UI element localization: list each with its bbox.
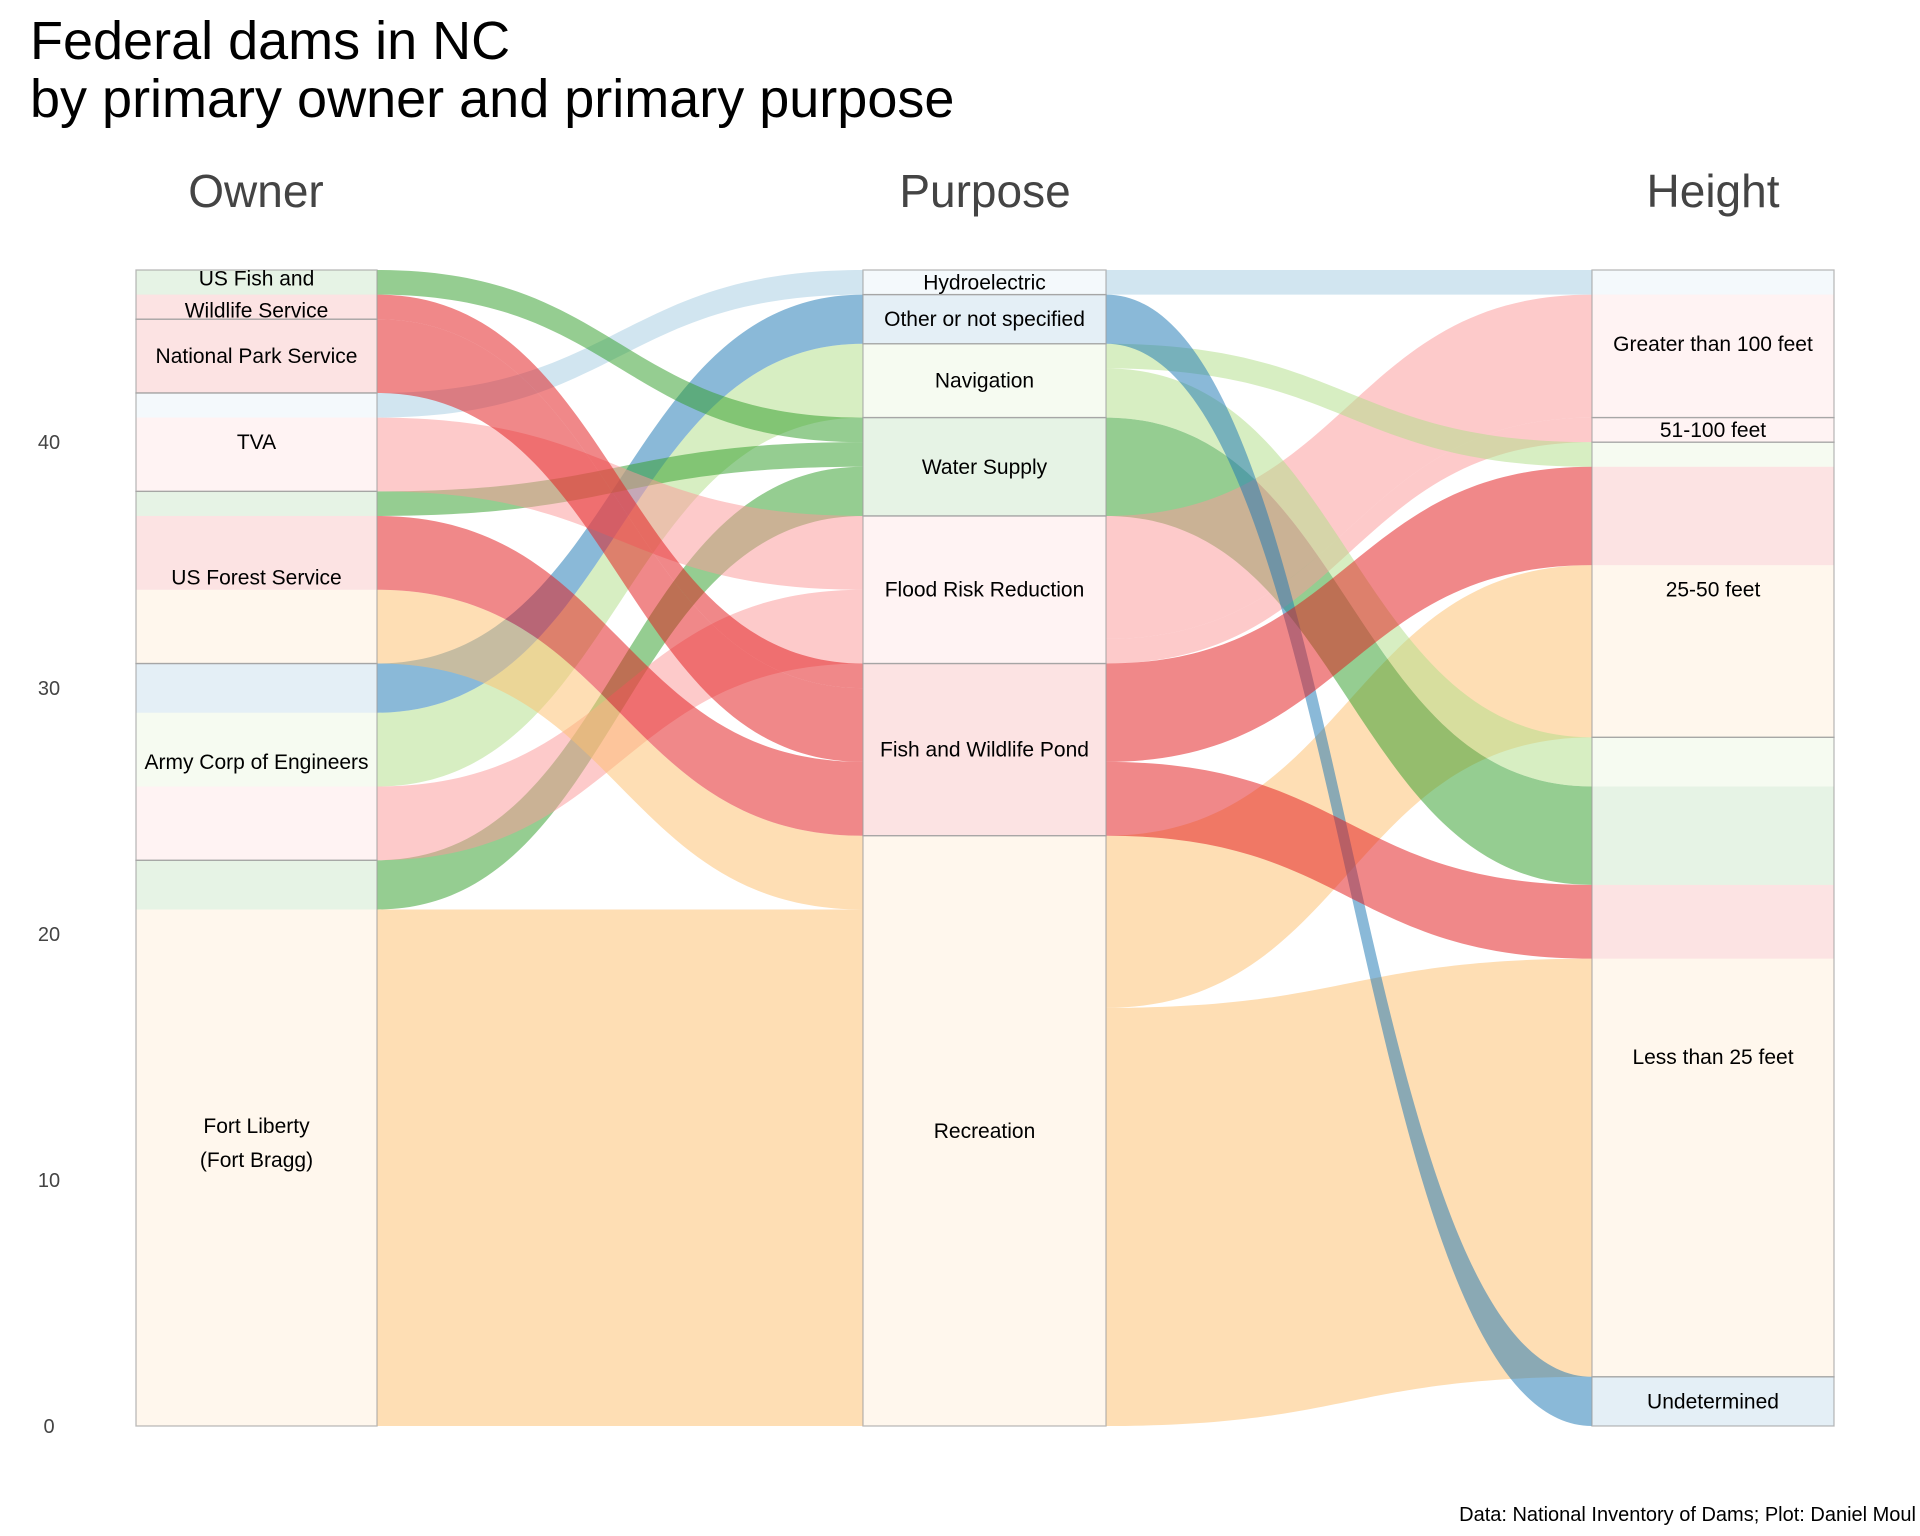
stratum-label-hydroelectric: Hydroelectric [923, 271, 1046, 294]
stratum-label-51-100-feet: 51-100 feet [1660, 419, 1766, 442]
stratum-band [863, 835, 1106, 1426]
stratum-band [1592, 565, 1834, 738]
stratum-label-25-50-feet: 25-50 feet [1666, 579, 1761, 602]
stratum-band [136, 392, 377, 418]
flow-fort-liberty-fort-bragg-to-recreation [377, 909, 863, 1426]
strata-group [136, 270, 1834, 1426]
stratum-band [1592, 417, 1834, 443]
y-tick-label: 0 [43, 1416, 54, 1438]
stratum-label-army-corp-of-engineers: Army Corp of Engineers [144, 751, 368, 774]
flow-fish-and-wildlife-pond-to-less-than-25-feet [1106, 761, 1592, 959]
stratum-label-water-supply: Water Supply [922, 456, 1048, 479]
stratum-band [136, 294, 377, 320]
stratum-band [1592, 958, 1834, 1377]
stratum-band [1592, 466, 1834, 566]
stratum-band [863, 417, 1106, 516]
stratum-band [136, 909, 377, 1426]
flow-hydroelectric-to-greater-than-100-feet [1106, 270, 1592, 295]
flows-group [377, 270, 1592, 1427]
stratum-band [136, 786, 377, 861]
stratum-label-national-park-service: National Park Service [156, 345, 358, 368]
stratum-band [863, 343, 1106, 418]
flow-us-fish-and-wildlife-service-to-fish-and-wildlife-pond [377, 294, 863, 689]
flow-national-park-service-to-fish-and-wildlife-pond [377, 319, 863, 762]
stratum-label-greater-than-100-feet: Greater than 100 feet [1613, 333, 1813, 356]
flow-recreation-to-25-50-feet [1106, 565, 1592, 1008]
stratum-band [863, 663, 1106, 836]
flow-flood-risk-reduction-to-51-100-feet [1106, 417, 1592, 664]
stratum-band [1592, 1376, 1834, 1426]
stratum-band [1592, 294, 1834, 418]
stratum-label-tva: TVA [237, 431, 276, 454]
chart-subtitle: by primary owner and primary purpose [30, 69, 955, 129]
stratum-band [863, 294, 1106, 344]
stratum-label-navigation: Navigation [935, 370, 1034, 393]
chart-title: Federal dams in NC [30, 11, 511, 71]
stratum-label-less-than-25-feet: Less than 25 feet [1632, 1046, 1793, 1069]
axis-title-purpose: Purpose [899, 165, 1071, 217]
axis-title-owner: Owner [188, 165, 324, 217]
stratum-band [136, 515, 377, 590]
flow-us-forest-service-to-fish-and-wildlife-pond [377, 515, 863, 836]
stratum-label-fort-liberty-fort-bragg: (Fort Bragg) [200, 1149, 313, 1172]
stratum-hydroelectric [862, 269, 1107, 296]
stratum-label-us-fish-and-wildlife-service: Wildlife Service [185, 300, 329, 323]
stratum-band [136, 270, 377, 295]
flow-flood-risk-reduction-to-greater-than-100-feet [1106, 294, 1592, 639]
axis-title-height: Height [1646, 165, 1780, 217]
stratum-band [136, 712, 377, 787]
stratum-greater-than-100-feet [1591, 269, 1835, 419]
stratum-band [136, 417, 377, 492]
stratum-band [863, 515, 1106, 664]
y-tick-label: 30 [38, 678, 60, 700]
y-tick-label: 10 [38, 1170, 60, 1192]
stratum-label-us-fish-and-wildlife-service: US Fish and [199, 268, 315, 291]
stratum-label-flood-risk-reduction: Flood Risk Reduction [885, 579, 1085, 602]
stratum-band [136, 319, 377, 393]
stratum-band [136, 663, 377, 713]
stratum-label-undetermined: Undetermined [1647, 1390, 1779, 1413]
stratum-label-other-or-not-specified: Other or not specified [884, 308, 1085, 331]
flow-us-forest-service-to-recreation [377, 589, 863, 910]
stratum-band [1592, 442, 1834, 467]
stratum-band [1592, 270, 1834, 295]
stratum-band [1592, 884, 1834, 959]
y-tick-label: 40 [38, 432, 60, 454]
stratum-us-fish-and-wildlife-service [135, 269, 378, 320]
stratum-band [1592, 737, 1834, 787]
y-tick-label: 20 [38, 924, 60, 946]
stratum-band [136, 589, 377, 664]
stratum-band [863, 270, 1106, 295]
stratum-label-fort-liberty-fort-bragg: Fort Liberty [203, 1115, 310, 1138]
stratum-band [136, 491, 377, 516]
stratum-label-recreation: Recreation [934, 1120, 1036, 1143]
flow-fish-and-wildlife-pond-to-25-50-feet [1106, 466, 1592, 762]
stratum-label-fish-and-wildlife-pond: Fish and Wildlife Pond [880, 739, 1089, 762]
stratum-label-us-forest-service: US Forest Service [171, 566, 341, 589]
stratum-band [1592, 786, 1834, 885]
flow-us-fish-and-wildlife-service-to-water-supply [377, 270, 863, 443]
stratum-band [136, 860, 377, 910]
flow-navigation-to-25-50-feet [1106, 343, 1592, 467]
chart-caption: Data: National Inventory of Dams; Plot: … [1459, 1504, 1916, 1526]
stratum-labels: Fort Liberty (Fort Bragg) Army Corp of Eng… [135, 268, 1835, 1427]
